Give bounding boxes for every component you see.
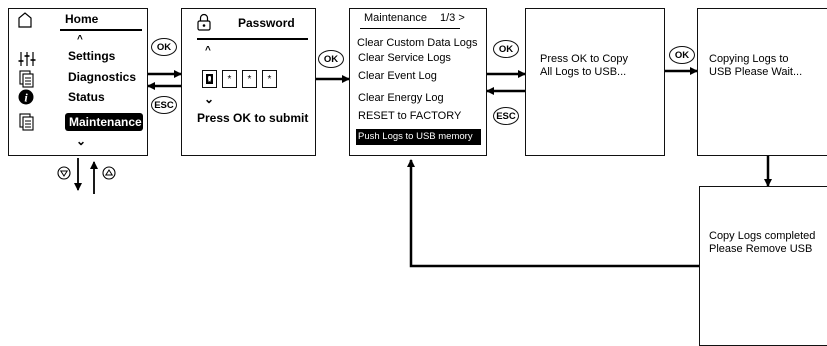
svg-text:i: i xyxy=(24,91,28,105)
maintenance-item[interactable]: RESET to FACTORY xyxy=(358,110,462,122)
password-screen xyxy=(181,8,316,156)
ok-button[interactable]: OK xyxy=(493,40,519,58)
pin-digit-3[interactable]: * xyxy=(242,70,257,88)
maintenance-item[interactable]: Clear Service Logs xyxy=(358,52,451,64)
password-up-caret[interactable]: ^ xyxy=(205,45,211,56)
password-title: Password xyxy=(238,16,295,30)
copy-prompt-line-2: All Logs to USB... xyxy=(540,66,627,78)
password-title-underline xyxy=(197,38,308,40)
home-item-diagnostics[interactable]: Diagnostics xyxy=(68,70,137,84)
scroll-up-icon[interactable] xyxy=(102,166,116,180)
home-item-settings[interactable]: Settings xyxy=(68,49,116,63)
copying-line-1: Copying Logs to xyxy=(709,53,789,65)
arrow-completed-to-maintenance xyxy=(407,159,699,268)
home-screen xyxy=(8,8,148,156)
info-icon: i xyxy=(18,89,34,105)
maintenance-item-selected-highlight[interactable] xyxy=(356,129,481,145)
home-title-underline xyxy=(60,29,142,31)
pin-digit-2[interactable]: * xyxy=(222,70,237,88)
home-title: Home xyxy=(65,12,99,26)
esc-button[interactable]: ESC xyxy=(493,107,519,125)
copy-prompt-screen xyxy=(525,8,665,156)
home-down-caret[interactable]: ⌄ xyxy=(76,134,87,148)
esc-button[interactable]: ESC xyxy=(151,96,177,114)
scroll-down-icon[interactable] xyxy=(57,166,71,180)
copying-screen xyxy=(697,8,827,156)
pin-digit-1[interactable]: 0 xyxy=(202,70,217,88)
copy-prompt-line-1: Press OK to Copy xyxy=(540,53,629,65)
copying-line-2: USB Please Wait... xyxy=(709,66,803,78)
completed-screen xyxy=(699,186,827,346)
ok-button[interactable]: OK xyxy=(151,38,177,56)
home-item-maintenance-highlight[interactable] xyxy=(65,113,143,131)
home-icon xyxy=(18,12,32,28)
lock-icon xyxy=(197,13,211,31)
documents-icon xyxy=(19,70,34,88)
completed-line-1: Copy Logs completed xyxy=(709,230,816,242)
home-item-status[interactable]: Status xyxy=(68,90,105,104)
password-down-caret[interactable]: ⌄ xyxy=(204,92,215,106)
maintenance-title: Maintenance xyxy=(364,12,427,24)
connector-lines xyxy=(74,67,772,268)
maintenance-title-underline xyxy=(360,28,460,29)
maintenance-item-selected[interactable]: Push Logs to USB memory xyxy=(358,131,473,142)
maintenance-item[interactable]: Clear Event Log xyxy=(358,70,437,82)
sliders-icon xyxy=(18,52,36,66)
completed-line-2: Please Remove USB xyxy=(709,243,813,255)
password-submit-prompt: Press OK to submit xyxy=(197,111,309,125)
pin-digit-4[interactable]: * xyxy=(262,70,277,88)
documents-icon xyxy=(19,113,34,131)
ok-button[interactable]: OK xyxy=(318,50,344,68)
home-up-caret[interactable]: ^ xyxy=(77,34,83,45)
home-item-maintenance[interactable]: Maintenance xyxy=(69,115,142,129)
ok-button[interactable]: OK xyxy=(669,46,695,64)
maintenance-page-indicator[interactable]: 1/3 > xyxy=(440,12,465,24)
maintenance-item[interactable]: Clear Custom Data Logs xyxy=(357,37,478,49)
maintenance-item[interactable]: Clear Energy Log xyxy=(358,92,444,104)
